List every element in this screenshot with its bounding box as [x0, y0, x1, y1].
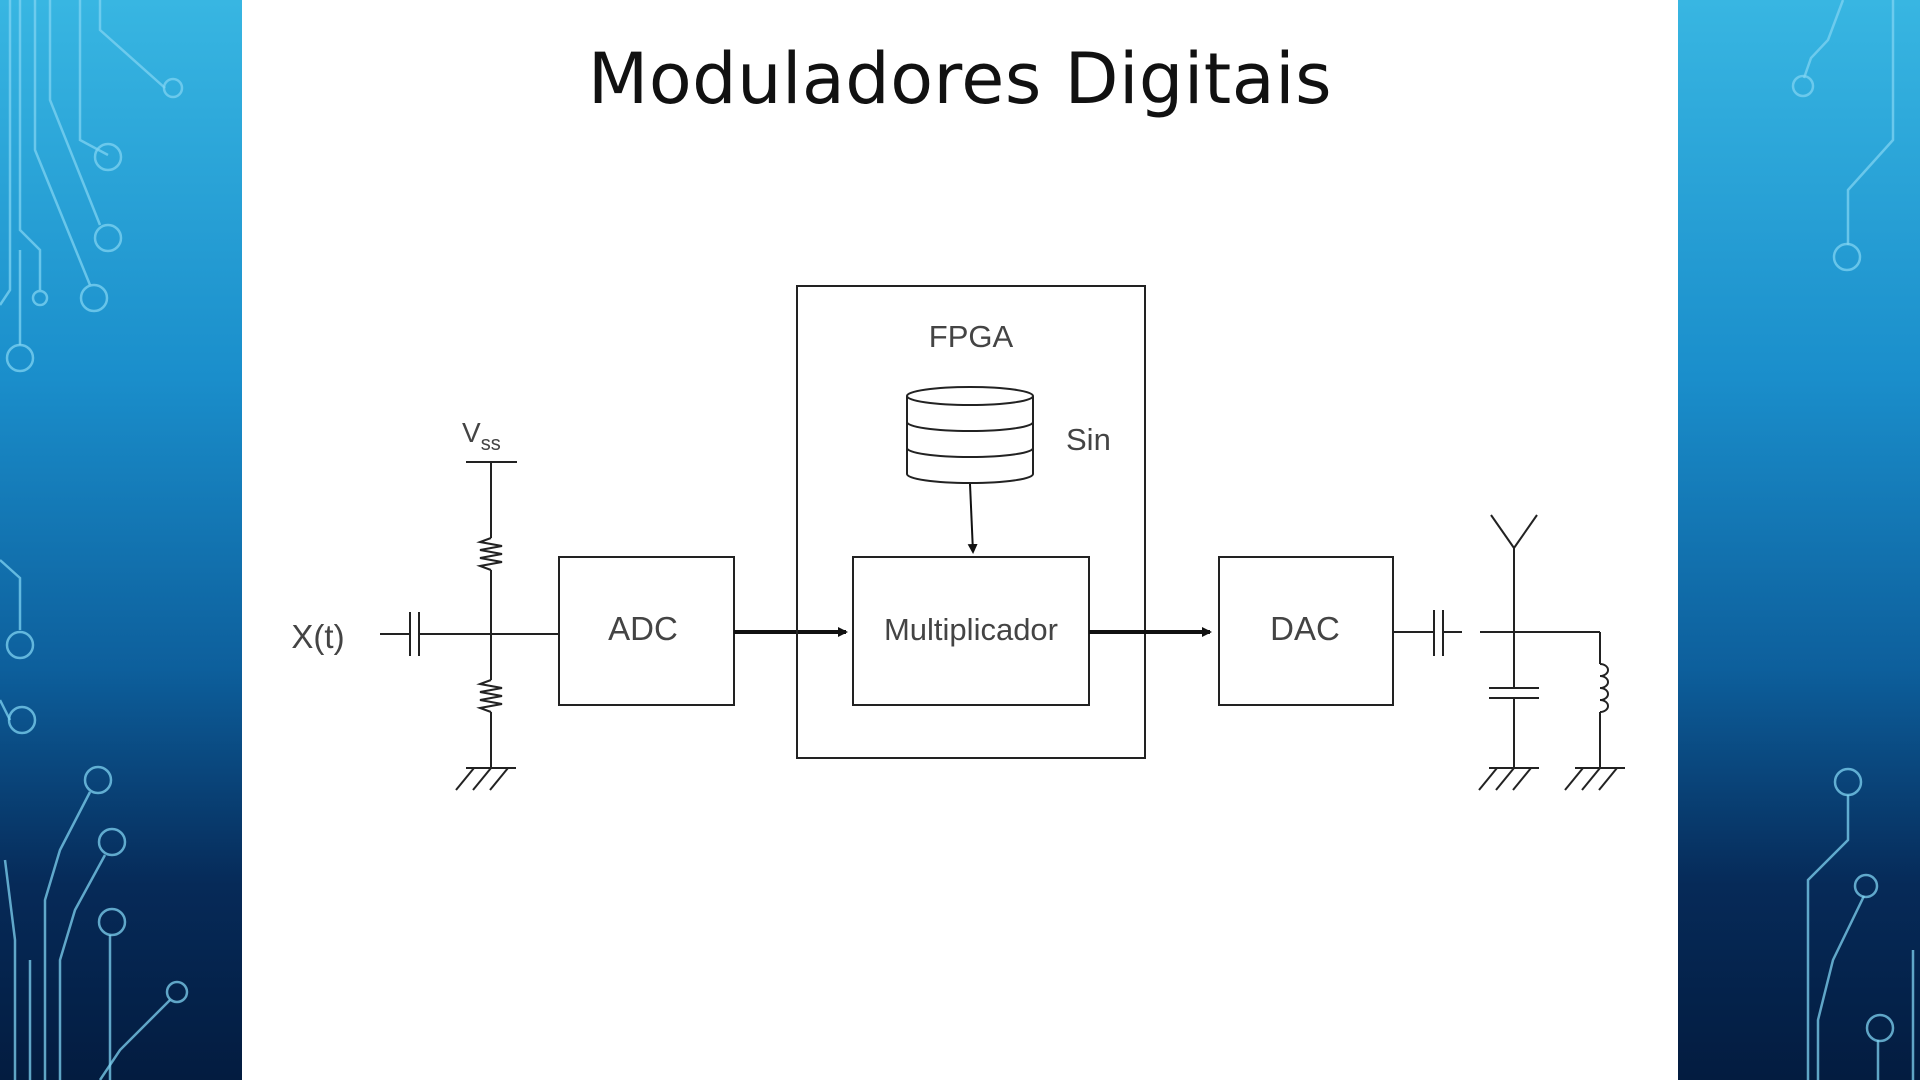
input-coupling-capacitor	[380, 612, 559, 656]
circuit-trace-pattern-left	[0, 0, 189, 1080]
antenna-icon	[1490, 514, 1538, 632]
input-signal-label: X(t)	[291, 618, 344, 655]
bias-resistor-divider	[466, 461, 517, 768]
tank-capacitor	[1489, 632, 1539, 768]
fpga-label: FPGA	[929, 319, 1014, 354]
arrow-sin-to-multiplier	[967, 483, 978, 554]
ground-symbol-input	[455, 767, 516, 791]
left-decorative-panel	[0, 0, 242, 1080]
multiplier-label: Multiplicador	[884, 612, 1058, 647]
adc-label: ADC	[608, 610, 678, 647]
sine-table-label: Sin	[1066, 422, 1111, 457]
circuit-trace-pattern-right	[1791, 0, 1915, 1080]
ground-symbol-inductor	[1564, 767, 1625, 791]
output-coupling-capacitor	[1393, 610, 1600, 656]
fpga-block	[796, 285, 1146, 759]
sine-table-database-icon	[906, 386, 1034, 484]
right-decorative-panel	[1678, 0, 1920, 1080]
slide-title: Moduladores Digitais	[587, 38, 1333, 120]
ground-symbol-capacitor	[1478, 767, 1539, 791]
dac-label: DAC	[1270, 610, 1340, 647]
tank-inductor	[1599, 632, 1609, 768]
supply-voltage-label: Vss	[462, 417, 501, 455]
